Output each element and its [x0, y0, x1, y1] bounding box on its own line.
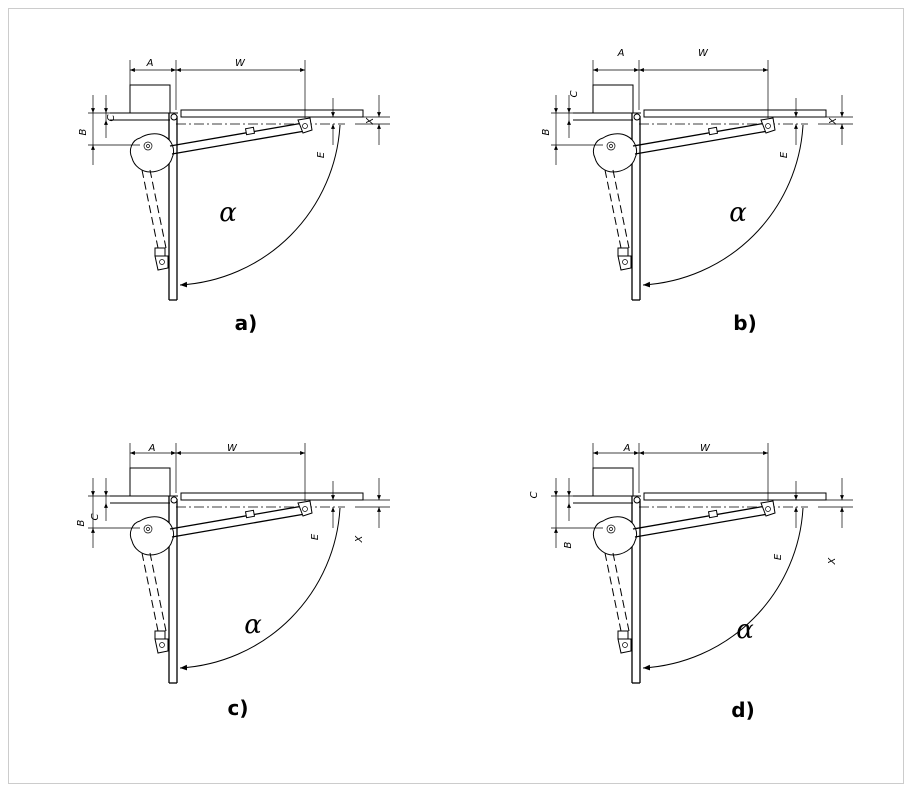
label-c-B: B: [76, 519, 87, 526]
label-a-X: X: [365, 116, 376, 125]
panel-a: A W B C E X α a): [78, 58, 390, 335]
label-b-W: W: [698, 48, 709, 59]
gate-drawing-a: [88, 60, 390, 300]
label-d-X: X: [827, 556, 838, 565]
label-a-E: E: [316, 151, 327, 158]
gate-drawing-d: [551, 443, 853, 683]
label-a-C: C: [106, 114, 117, 121]
caption-a: a): [235, 311, 258, 335]
label-a-alpha: α: [219, 198, 237, 228]
gate-drawing-b: [551, 60, 853, 300]
caption-b: b): [733, 311, 756, 335]
label-a-W: W: [235, 58, 246, 69]
label-c-W: W: [227, 443, 238, 454]
label-c-A: A: [148, 443, 156, 454]
label-b-alpha: α: [729, 198, 747, 228]
caption-d: d): [731, 698, 754, 722]
label-a-A: A: [146, 58, 154, 69]
label-b-A: A: [617, 48, 625, 59]
gate-drawing-c: [88, 443, 390, 683]
label-b-B: B: [541, 128, 552, 135]
label-b-X: X: [828, 116, 839, 125]
label-d-alpha: α: [736, 615, 754, 645]
label-d-C: C: [529, 491, 540, 498]
label-b-C: C: [569, 90, 580, 97]
label-d-B: B: [563, 541, 574, 548]
label-d-W: W: [700, 443, 711, 454]
frame-border: [8, 8, 904, 784]
caption-c: c): [228, 696, 249, 720]
label-d-E: E: [773, 553, 784, 560]
label-c-X: X: [354, 534, 365, 543]
label-d-A: A: [623, 443, 631, 454]
label-a-B: B: [78, 128, 89, 135]
label-c-E: E: [310, 533, 321, 540]
panel-d: A W B C E X α d): [529, 443, 853, 722]
label-c-alpha: α: [244, 610, 262, 640]
label-b-E: E: [779, 151, 790, 158]
label-c-C: C: [90, 513, 101, 520]
panel-c: A W B C E X α c): [76, 443, 390, 720]
panel-b: A W B C E X α b): [541, 48, 853, 335]
